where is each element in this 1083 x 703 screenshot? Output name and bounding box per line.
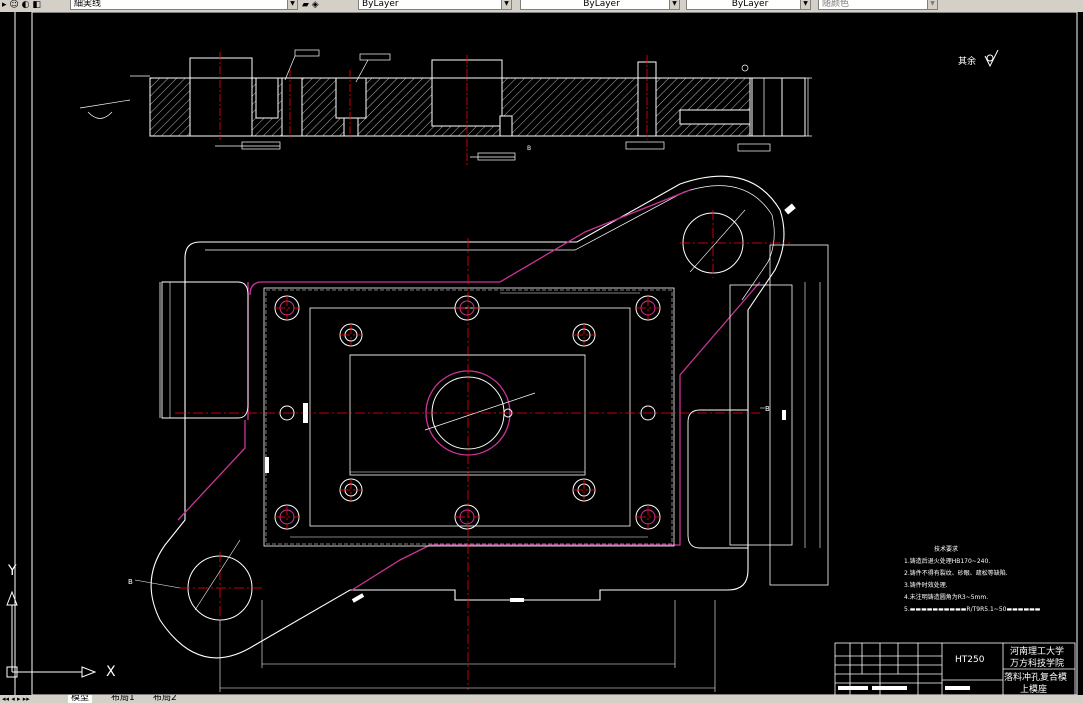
title-block-fills [838,686,970,690]
material-label: HT250 [955,655,985,665]
layer-name: 細実线 [74,0,102,9]
lineweight-dropdown[interactable]: ByLayer ▼ [686,0,811,10]
lineweight-value: ByLayer [731,0,769,9]
part-name-line1: 落料冲孔复合模 [1004,673,1068,683]
plotstyle-value: 随颜色 [822,0,850,9]
chevron-down-icon: ▼ [501,0,511,9]
ucs-x-label: X [106,664,116,680]
roughness-label: 其余 [958,57,977,67]
section-mark: B [128,578,133,586]
layer-manager-icon[interactable]: ▰ ◈ [302,0,319,10]
school-name-line2: 万方科技学院 [1010,659,1065,669]
drawing-canvas[interactable]: 其余 技术要求 1.铸造后退火处理HB170~240. 2.铸件不得有裂纹、砂眼… [0,12,1083,697]
ucs-icon [6,590,97,678]
chevron-down-icon: ▼ [800,0,810,9]
tab-layout2[interactable]: 布局2 [153,695,177,703]
color-dropdown[interactable]: ByLayer ▼ [358,0,512,10]
tech-req-item: 1.铸造后退火处理HB170~240. [904,558,991,565]
ucs-y-label: Y [8,563,17,579]
plotstyle-dropdown[interactable]: 随颜色 ▼ [818,0,938,10]
section-view [79,49,812,165]
tab-model[interactable]: 模型 [68,695,93,703]
toolbar-icons-left[interactable]: ▸ ☺ ◐ ◧ [2,0,41,10]
layout-tabs: ◂◂ ◂ ▸ ▸▸ 模型 布局1 布局2 [0,695,1083,703]
tech-req-item: 4.未注明铸造圆角为R3~5mm. [904,594,989,601]
school-name-line1: 河南理工大学 [1010,647,1065,657]
chevron-down-icon: ▼ [669,0,679,9]
tab-layout1[interactable]: 布局1 [111,695,135,703]
section-mark: B [527,145,532,152]
title-block [834,642,1076,696]
linetype-value: ByLayer [583,0,620,9]
tech-req-item: 3.铸件时效处理. [904,582,948,589]
properties-toolbar: ▸ ☺ ◐ ◧ 細実线 ▼ ▰ ◈ ByLayer ▼ ByLayer ▼ By… [0,0,1083,13]
tab-scroll-arrows[interactable]: ◂◂ ◂ ▸ ▸▸ [2,695,30,703]
layer-dropdown[interactable]: 細実线 ▼ [70,0,298,10]
tech-req-item: 5.▬▬▬▬▬▬▬▬▬▬R/T9R5.1~50▬▬▬▬▬▬ [904,606,1041,613]
drawing-svg [6,12,1078,696]
plan-view [134,175,829,692]
technical-requirements: 技术要求 1.铸造后退火处理HB170~240. 2.铸件不得有裂纹、砂眼、疏松… [904,544,1074,616]
chevron-down-icon: ▼ [927,0,937,9]
section-mark: B [765,405,770,413]
roughness-symbol [984,49,999,68]
chevron-down-icon: ▼ [287,0,297,9]
tech-req-item: 2.铸件不得有裂纹、砂眼、疏松等缺陷. [904,570,1008,577]
linetype-dropdown[interactable]: ByLayer ▼ [520,0,680,10]
color-value: ByLayer [362,0,399,9]
part-name-line2: 上模座 [1020,685,1048,695]
tech-req-title: 技术要求 [934,546,959,553]
